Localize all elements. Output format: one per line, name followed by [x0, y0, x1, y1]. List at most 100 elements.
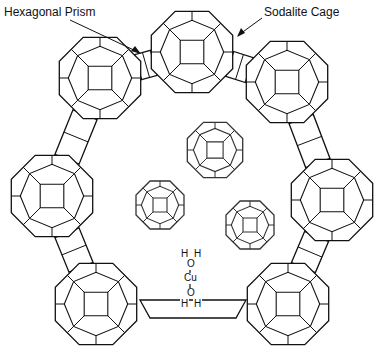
cage-edge: [74, 316, 85, 327]
cage-edge: [258, 53, 264, 59]
cage-edge: [233, 208, 237, 212]
cage-edge: [132, 78, 141, 79]
cage-edge: [52, 155, 53, 164]
cage-edge: [319, 82, 328, 83]
hexagon-faces: [141, 186, 178, 223]
cage-edge: [67, 326, 73, 332]
square-face: [275, 70, 299, 94]
cage-edge: [320, 304, 329, 305]
cage-edge: [160, 181, 161, 186]
sodalite-cage: [136, 181, 184, 229]
cage-edge: [64, 208, 75, 219]
prism-edge: [142, 52, 149, 77]
sodalite-cage: [246, 41, 327, 122]
cage-edge: [250, 244, 251, 249]
cage-edge: [288, 263, 289, 272]
cage-edge: [167, 192, 173, 198]
cage-edge: [192, 11, 193, 20]
square-face: [180, 40, 204, 64]
cage-edge: [266, 316, 277, 327]
cage-edge: [55, 304, 64, 305]
prism-edge: [298, 247, 322, 257]
cage-edge: [230, 130, 234, 134]
cage-edge: [108, 282, 119, 293]
cage-edge: [147, 212, 153, 218]
cage-edge: [288, 336, 289, 345]
atom-label: O: [186, 288, 196, 298]
cage-edge: [74, 167, 80, 173]
cage-edge: [224, 52, 233, 53]
cage-edge: [64, 174, 75, 185]
cage-edge: [118, 326, 124, 332]
cage-edge: [247, 304, 256, 305]
square-face: [40, 184, 64, 208]
arrowhead: [237, 28, 245, 37]
hexagon-faces: [160, 20, 223, 83]
cage-edge: [237, 232, 243, 238]
cage-edge: [332, 159, 333, 168]
sodalite-cage: [291, 159, 372, 240]
cage-edge: [215, 122, 216, 128]
square-face: [320, 188, 344, 212]
square-face: [84, 292, 108, 316]
cage-edge: [263, 238, 267, 242]
cage-edge: [303, 222, 309, 228]
cage-edge: [214, 23, 220, 29]
cage-edge: [30, 174, 41, 185]
cage-edge: [287, 41, 288, 50]
cage-edge: [303, 171, 309, 177]
hexagon-faces: [20, 164, 83, 227]
cage-edge: [204, 30, 215, 41]
cage-edge: [170, 30, 181, 41]
cage-edge: [112, 56, 123, 67]
cage-edge: [143, 218, 147, 222]
cage-edge: [309, 53, 315, 59]
sodalite-cage: [151, 11, 232, 92]
square-face: [207, 142, 223, 158]
cage-edge: [136, 205, 141, 206]
prism-edge: [297, 136, 321, 145]
cage-edge: [204, 64, 215, 75]
cage-edge: [258, 104, 264, 110]
cage-edge: [299, 94, 310, 105]
cage-edge: [118, 275, 124, 281]
cage-edge: [108, 316, 119, 327]
cage-edge: [143, 188, 147, 192]
cage-edge: [309, 104, 315, 110]
prism-edge: [62, 245, 86, 255]
cage-edge: [257, 232, 263, 238]
cage-edge: [269, 225, 274, 226]
cage-edge: [332, 232, 333, 241]
atom-label: O: [186, 259, 196, 269]
cage-edge: [300, 316, 311, 327]
cage-edge: [223, 135, 230, 142]
cage-edge: [344, 212, 355, 223]
atom-label: H: [193, 299, 202, 309]
cage-edge: [74, 282, 85, 293]
sodalite-cage: [11, 155, 92, 236]
cage-edge: [122, 100, 128, 106]
cage-edge: [246, 82, 255, 83]
callout-label: Hexagonal Prism: [4, 6, 95, 18]
cage-edge: [67, 275, 73, 281]
cage-edge: [23, 218, 29, 224]
cage-edge: [230, 165, 234, 169]
square-face: [88, 66, 112, 90]
sodalite-cage: [226, 201, 274, 249]
hexagonal-prism: [140, 300, 246, 318]
cage-edge: [23, 167, 29, 173]
atom-label: Cu: [183, 273, 198, 283]
cage-edge: [74, 218, 80, 224]
cage-edge: [187, 150, 193, 151]
cage-edge: [122, 49, 128, 55]
cage-edge: [84, 196, 93, 197]
cage-edge: [173, 218, 177, 222]
cage-edge: [128, 304, 137, 305]
cage-edge: [310, 275, 316, 281]
cage-edge: [265, 60, 276, 71]
sodalite-cage: [187, 122, 242, 177]
cage-edge: [167, 212, 173, 218]
cage-edge: [195, 165, 199, 169]
cage-edge: [195, 130, 199, 134]
